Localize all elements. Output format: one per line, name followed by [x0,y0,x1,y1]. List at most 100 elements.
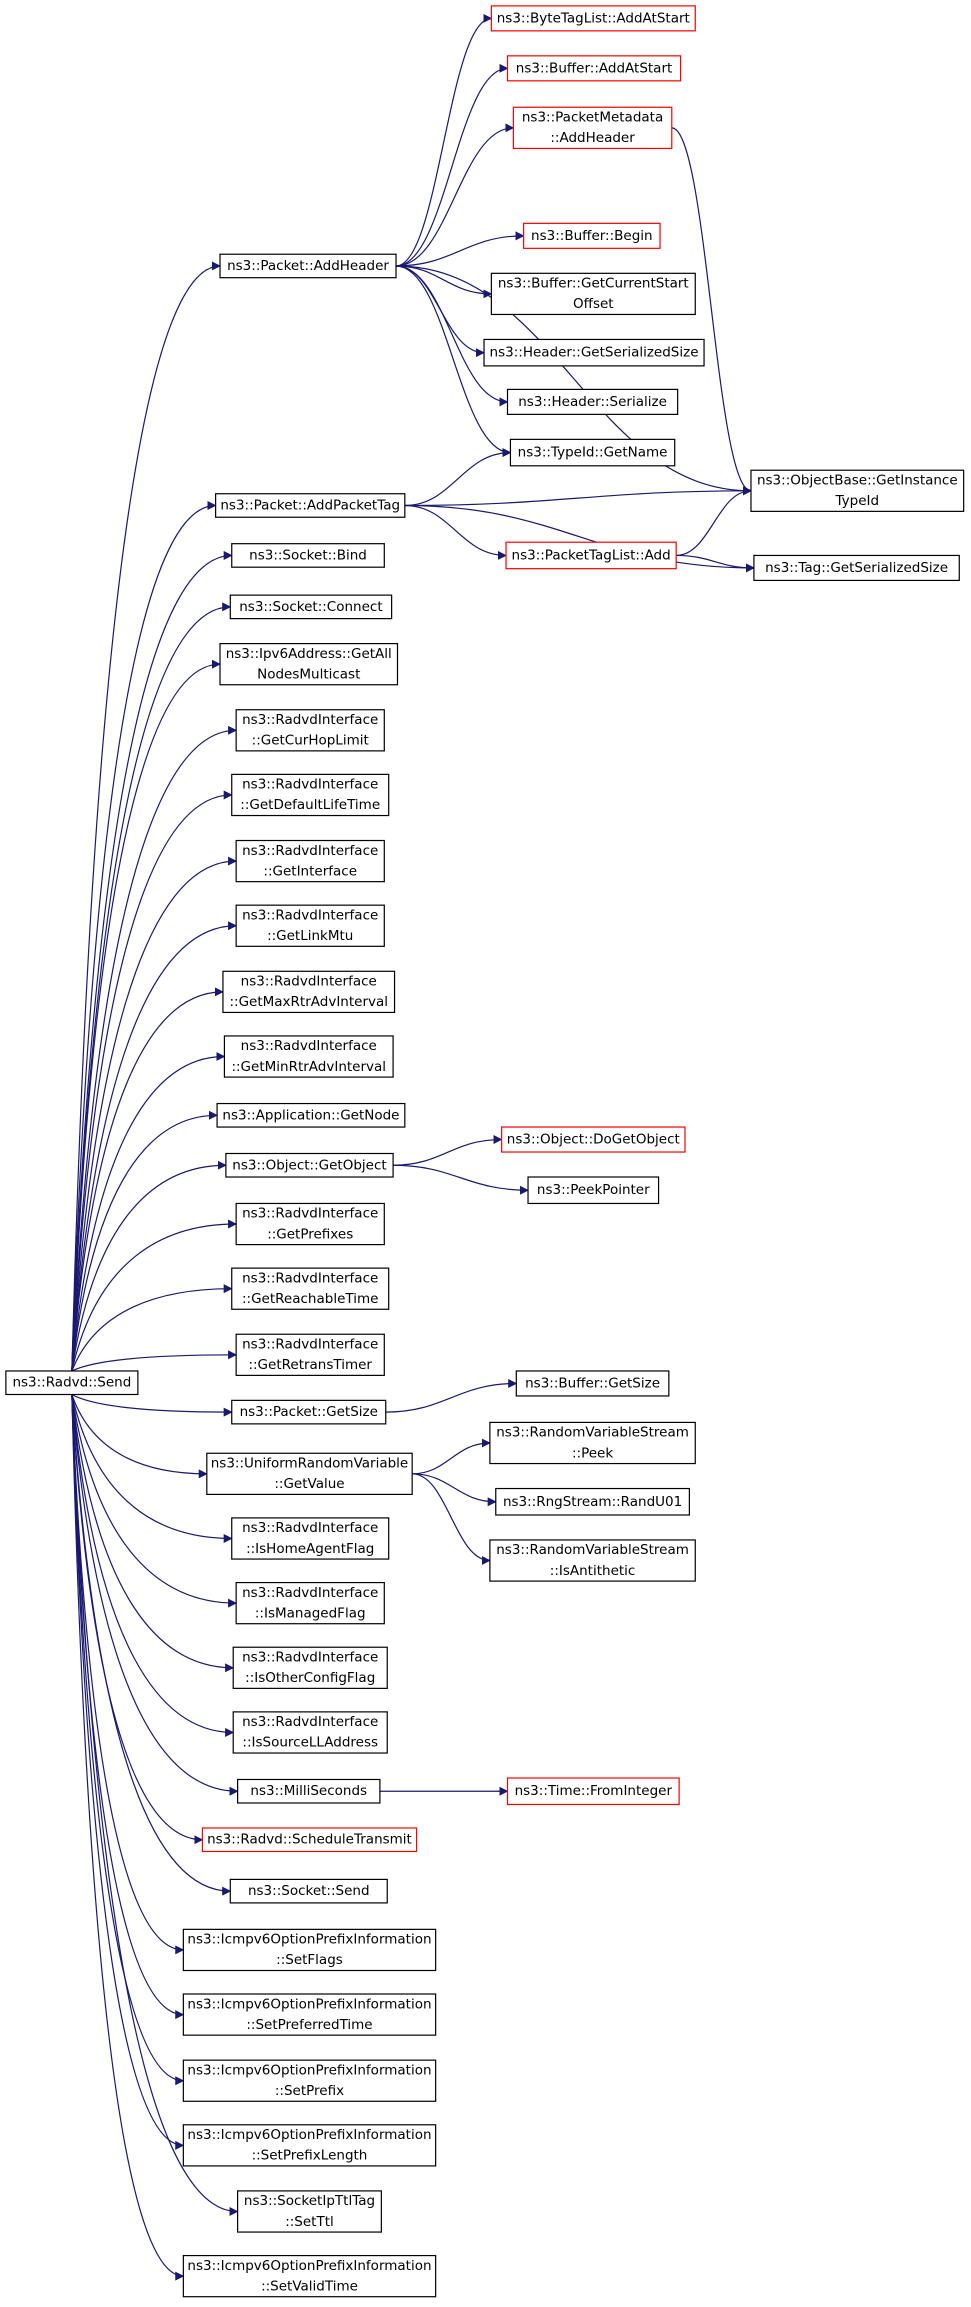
edge-send-to-setprefix [71,1394,185,2086]
node-bytetagaddatstart[interactable]: ns3::ByteTagList::AddAtStart [490,5,696,32]
node-issourcell[interactable]: ns3::RadvdInterface::IsSourceLLAddress [232,1711,388,1754]
node-packetgetsize[interactable]: ns3::Packet::GetSize [231,1399,387,1425]
node-label: ::GetMinRtrAdvInterval [231,1059,386,1075]
edge-metadataaddheader-to-objectbasegetinstance [671,127,752,496]
edge-packetgetsize-to-buffergetsize [385,1378,518,1413]
node-addheader[interactable]: ns3::Packet::AddHeader [219,253,397,279]
edge-send-to-setvalidtime [71,1394,185,2281]
node-label: ns3::RadvdInterface [241,974,377,990]
node-socketconnect[interactable]: ns3::Socket::Connect [229,594,393,620]
node-setpreferred[interactable]: ns3::Icmpv6OptionPrefixInformation::SetP… [182,1993,437,2036]
node-getcurhop[interactable]: ns3::RadvdInterface::GetCurHopLimit [235,709,385,752]
edge-send-to-getcurhop [71,725,238,1372]
node-isotherconfig[interactable]: ns3::RadvdInterface::IsOtherConfigFlag [232,1646,388,1689]
node-label: ns3::Object::DoGetObject [507,1132,680,1148]
node-headergetsersize[interactable]: ns3::Header::GetSerializedSize [483,338,705,367]
node-setflags[interactable]: ns3::Icmpv6OptionPrefixInformation::SetF… [182,1928,437,1972]
node-milliseconds[interactable]: ns3::MilliSeconds [237,1778,381,1804]
edge-send-to-issourcell [71,1394,235,1737]
node-buffergetsize[interactable]: ns3::Buffer::GetSize [515,1370,670,1397]
node-box [232,1646,388,1689]
node-label: ::GetCurHopLimit [252,733,369,749]
node-box [231,1267,390,1310]
node-metadataaddheader[interactable]: ns3::PacketMetadata::AddHeader [512,106,673,150]
node-socketbind[interactable]: ns3::Socket::Bind [231,543,385,568]
node-label: ns3::Icmpv6OptionPrefixInformation [187,1932,431,1948]
node-label: ns3::UniformRandomVariable [211,1456,409,1472]
node-bufferaddatstart[interactable]: ns3::Buffer::AddAtStart [506,55,682,82]
node-getprefixes[interactable]: ns3::RadvdInterface::GetPrefixes [235,1202,385,1246]
node-taggetsersize[interactable]: ns3::Tag::GetSerializedSize [753,554,960,582]
node-label: ns3::RadvdInterface [242,1337,378,1353]
edge-uniformgetvalue-to-rngrandu01 [412,1473,497,1507]
node-setprefix[interactable]: ns3::Icmpv6OptionPrefixInformation::SetP… [182,2059,437,2102]
node-ismanaged[interactable]: ns3::RadvdInterface::IsManagedFlag [235,1581,385,1625]
node-box [201,1827,418,1853]
node-box [523,222,661,249]
node-send: ns3::Radvd::Send [5,1370,139,1396]
node-getmaxrtr[interactable]: ns3::RadvdInterface::GetMaxRtrAdvInterva… [222,970,396,1014]
node-packettaglistadd[interactable]: ns3::PacketTagList::Add [505,541,677,570]
node-scheduletransmit[interactable]: ns3::Radvd::ScheduleTransmit [201,1827,418,1853]
edge-addheader-to-objectbasegetinstance [396,265,752,496]
edge-addheader-to-bufferaddatstart [396,63,509,267]
node-box [182,1928,437,1972]
edge-addheader-to-buffergetcurrent [396,265,493,299]
node-ishomeagent[interactable]: ns3::RadvdInterface::IsHomeAgentFlag [231,1517,390,1560]
node-label: ::SetPrefixLength [252,2148,368,2164]
node-label: ns3::ByteTagList::AddAtStart [497,10,690,26]
edge-addpackettag-to-packettaglistadd [404,504,507,560]
node-label: ns3::Header::Serialize [518,394,667,410]
node-peekpointer[interactable]: ns3::PeekPointer [527,1176,660,1205]
node-rvsisantithetic[interactable]: ns3::RandomVariableStream::IsAntithetic [489,1539,696,1582]
node-getminrtr[interactable]: ns3::RadvdInterface::GetMinRtrAdvInterva… [223,1035,394,1078]
node-box [506,1777,680,1806]
edge-addheader-to-typeidgetname [396,265,512,458]
node-headerserialize[interactable]: ns3::Header::Serialize [506,388,679,415]
node-label: ::IsOtherConfigFlag [245,1670,375,1686]
node-getdefaultlife[interactable]: ns3::RadvdInterface::GetDefaultLifeTime [231,773,390,817]
node-addpackettag[interactable]: ns3::Packet::AddPacketTag [215,493,406,518]
node-label: ns3::RadvdInterface [242,1270,378,1286]
node-getinterface[interactable]: ns3::RadvdInterface::GetInterface [235,839,385,883]
node-socketsend[interactable]: ns3::Socket::Send [229,1878,388,1904]
node-label: ::AddHeader [550,130,635,146]
node-box [231,1517,390,1560]
node-uniformgetvalue[interactable]: ns3::UniformRandomVariable::GetValue [206,1452,413,1496]
node-appgetnode[interactable]: ns3::Application::GetNode [216,1102,406,1128]
node-rvspeek[interactable]: ns3::RandomVariableStream::Peek [489,1421,696,1465]
node-typeidgetname[interactable]: ns3::TypeId::GetName [509,438,676,467]
node-setvalidtime[interactable]: ns3::Icmpv6OptionPrefixInformation::SetV… [182,2254,437,2298]
node-box [5,1370,139,1396]
edges-layer [71,13,755,2281]
node-getretrans[interactable]: ns3::RadvdInterface::GetRetransTimer [235,1333,385,1376]
node-box [506,388,679,415]
node-rngrandu01[interactable]: ns3::RngStream::RandU01 [495,1487,690,1516]
node-label: ns3::MilliSeconds [250,1783,367,1799]
node-setttl[interactable]: ns3::SocketIpTtlTag::SetTtl [237,2190,382,2233]
node-box [501,1126,686,1153]
edge-send-to-ishomeagent [71,1394,233,1543]
node-label: ns3::Packet::AddPacketTag [220,497,400,513]
node-box [490,5,696,32]
node-timefrominteger[interactable]: ns3::Time::FromInteger [506,1777,680,1806]
node-box [182,2059,437,2102]
node-label: ::GetLinkMtu [267,928,353,944]
node-bufferbegin[interactable]: ns3::Buffer::Begin [523,222,661,249]
node-objectdogetobject[interactable]: ns3::Object::DoGetObject [501,1126,686,1153]
edge-addpackettag-to-typeidgetname [404,448,512,507]
node-label: ns3::Socket::Bind [249,547,367,563]
node-objgetobject[interactable]: ns3::Object::GetObject [225,1152,394,1178]
node-getlinkmtu[interactable]: ns3::RadvdInterface::GetLinkMtu [235,904,385,947]
node-getreachable[interactable]: ns3::RadvdInterface::GetReachableTime [231,1267,390,1310]
node-label: ns3::RandomVariableStream [496,1542,689,1558]
node-label: ns3::Tag::GetSerializedSize [765,560,948,576]
node-box [219,643,399,686]
node-label: ns3::RandomVariableStream [496,1425,689,1441]
node-setprefixlength[interactable]: ns3::Icmpv6OptionPrefixInformation::SetP… [182,2124,437,2167]
node-box [235,709,385,752]
node-label: ns3::RadvdInterface [242,1714,378,1730]
